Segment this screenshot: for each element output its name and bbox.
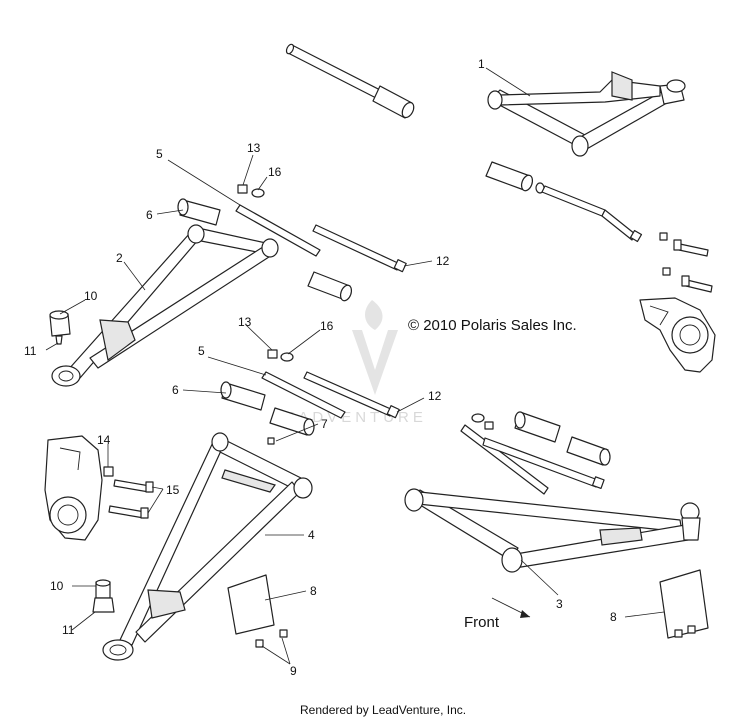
callout-6-lower: 6 [172, 383, 179, 397]
callout-6-upper: 6 [146, 208, 153, 222]
steering-knuckle-right [639, 297, 716, 373]
ball-joint-upper-left [49, 310, 71, 345]
skid-plate-8-right [659, 569, 709, 639]
nut-13-lower [267, 349, 278, 359]
bushing-right [485, 161, 545, 194]
a-arm-part-1 [487, 71, 686, 157]
long-rod-top [285, 43, 385, 101]
callout-1: 1 [478, 57, 485, 71]
callout-13-upper: 13 [247, 141, 261, 155]
small-bolts-right [659, 232, 713, 293]
callouts: 1 2 3 4 5 5 6 6 7 8 8 9 10 10 11 11 12 1… [24, 57, 617, 678]
nut-13-upper [237, 184, 248, 194]
nut-14 [103, 466, 114, 477]
callout-7: 7 [321, 417, 328, 431]
rod-5-upper [235, 204, 321, 257]
bushing-lower-right-b [566, 436, 611, 466]
screws-9 [255, 629, 288, 648]
front-direction-arrow [491, 597, 531, 618]
a-arm-part-4 [102, 432, 313, 661]
a-arm-part-3 [404, 488, 701, 573]
callout-11-upper: 11 [24, 344, 37, 358]
callout-5-lower: 5 [198, 344, 205, 358]
rod-lower-right [460, 424, 549, 495]
bolt-lower-right [482, 437, 605, 490]
bolt-12-lower [303, 371, 400, 419]
a-arm-part-2 [51, 224, 279, 387]
copyright-text: © 2010 Polaris Sales Inc. [408, 317, 577, 334]
bushing-6-upper [177, 198, 221, 226]
callout-3: 3 [556, 597, 563, 611]
bushing-top [372, 85, 415, 119]
bolt-12-upper [312, 224, 407, 273]
steering-knuckle-left [44, 435, 103, 541]
rod-5-lower [261, 371, 346, 419]
bolt-15-lower [108, 505, 149, 519]
callout-8-left: 8 [310, 584, 317, 598]
bushing-lower-right-a [514, 411, 561, 443]
callout-5-upper: 5 [156, 147, 163, 161]
callout-2: 2 [116, 251, 123, 265]
callout-10-upper: 10 [84, 289, 98, 303]
callout-16-upper: 16 [268, 165, 282, 179]
callout-11-lower: 11 [62, 623, 75, 637]
leader-lines [45, 67, 665, 665]
bushing-mid-upper [307, 271, 353, 302]
washers-lower-right [471, 413, 494, 430]
callout-4: 4 [308, 528, 315, 542]
bushing-6-lower [220, 381, 266, 411]
bolt-15-upper [113, 479, 154, 493]
callout-14: 14 [97, 433, 111, 447]
screws-right [674, 625, 696, 638]
callout-12-lower: 12 [428, 389, 442, 403]
callout-9: 9 [290, 664, 297, 678]
callout-13-lower: 13 [238, 315, 252, 329]
long-bolt-right [541, 185, 643, 243]
callout-10-lower: 10 [50, 579, 64, 593]
washer-16-upper [251, 188, 265, 198]
leadventure-watermark-logo: LEADVENTURE [272, 300, 423, 426]
callout-8-right: 8 [610, 610, 617, 624]
grease-fitting-7 [267, 437, 275, 445]
callout-12-upper: 12 [436, 254, 450, 268]
footer-credit: Rendered by LeadVenture, Inc. [300, 703, 466, 717]
skid-plate-8-left [227, 574, 275, 635]
front-label: Front [464, 614, 500, 631]
callout-16-lower: 16 [320, 319, 334, 333]
bushing-mid-lower [269, 407, 315, 436]
ball-joint-lower-left [92, 579, 115, 613]
callout-15: 15 [166, 483, 180, 497]
washer-16-lower [280, 352, 294, 362]
